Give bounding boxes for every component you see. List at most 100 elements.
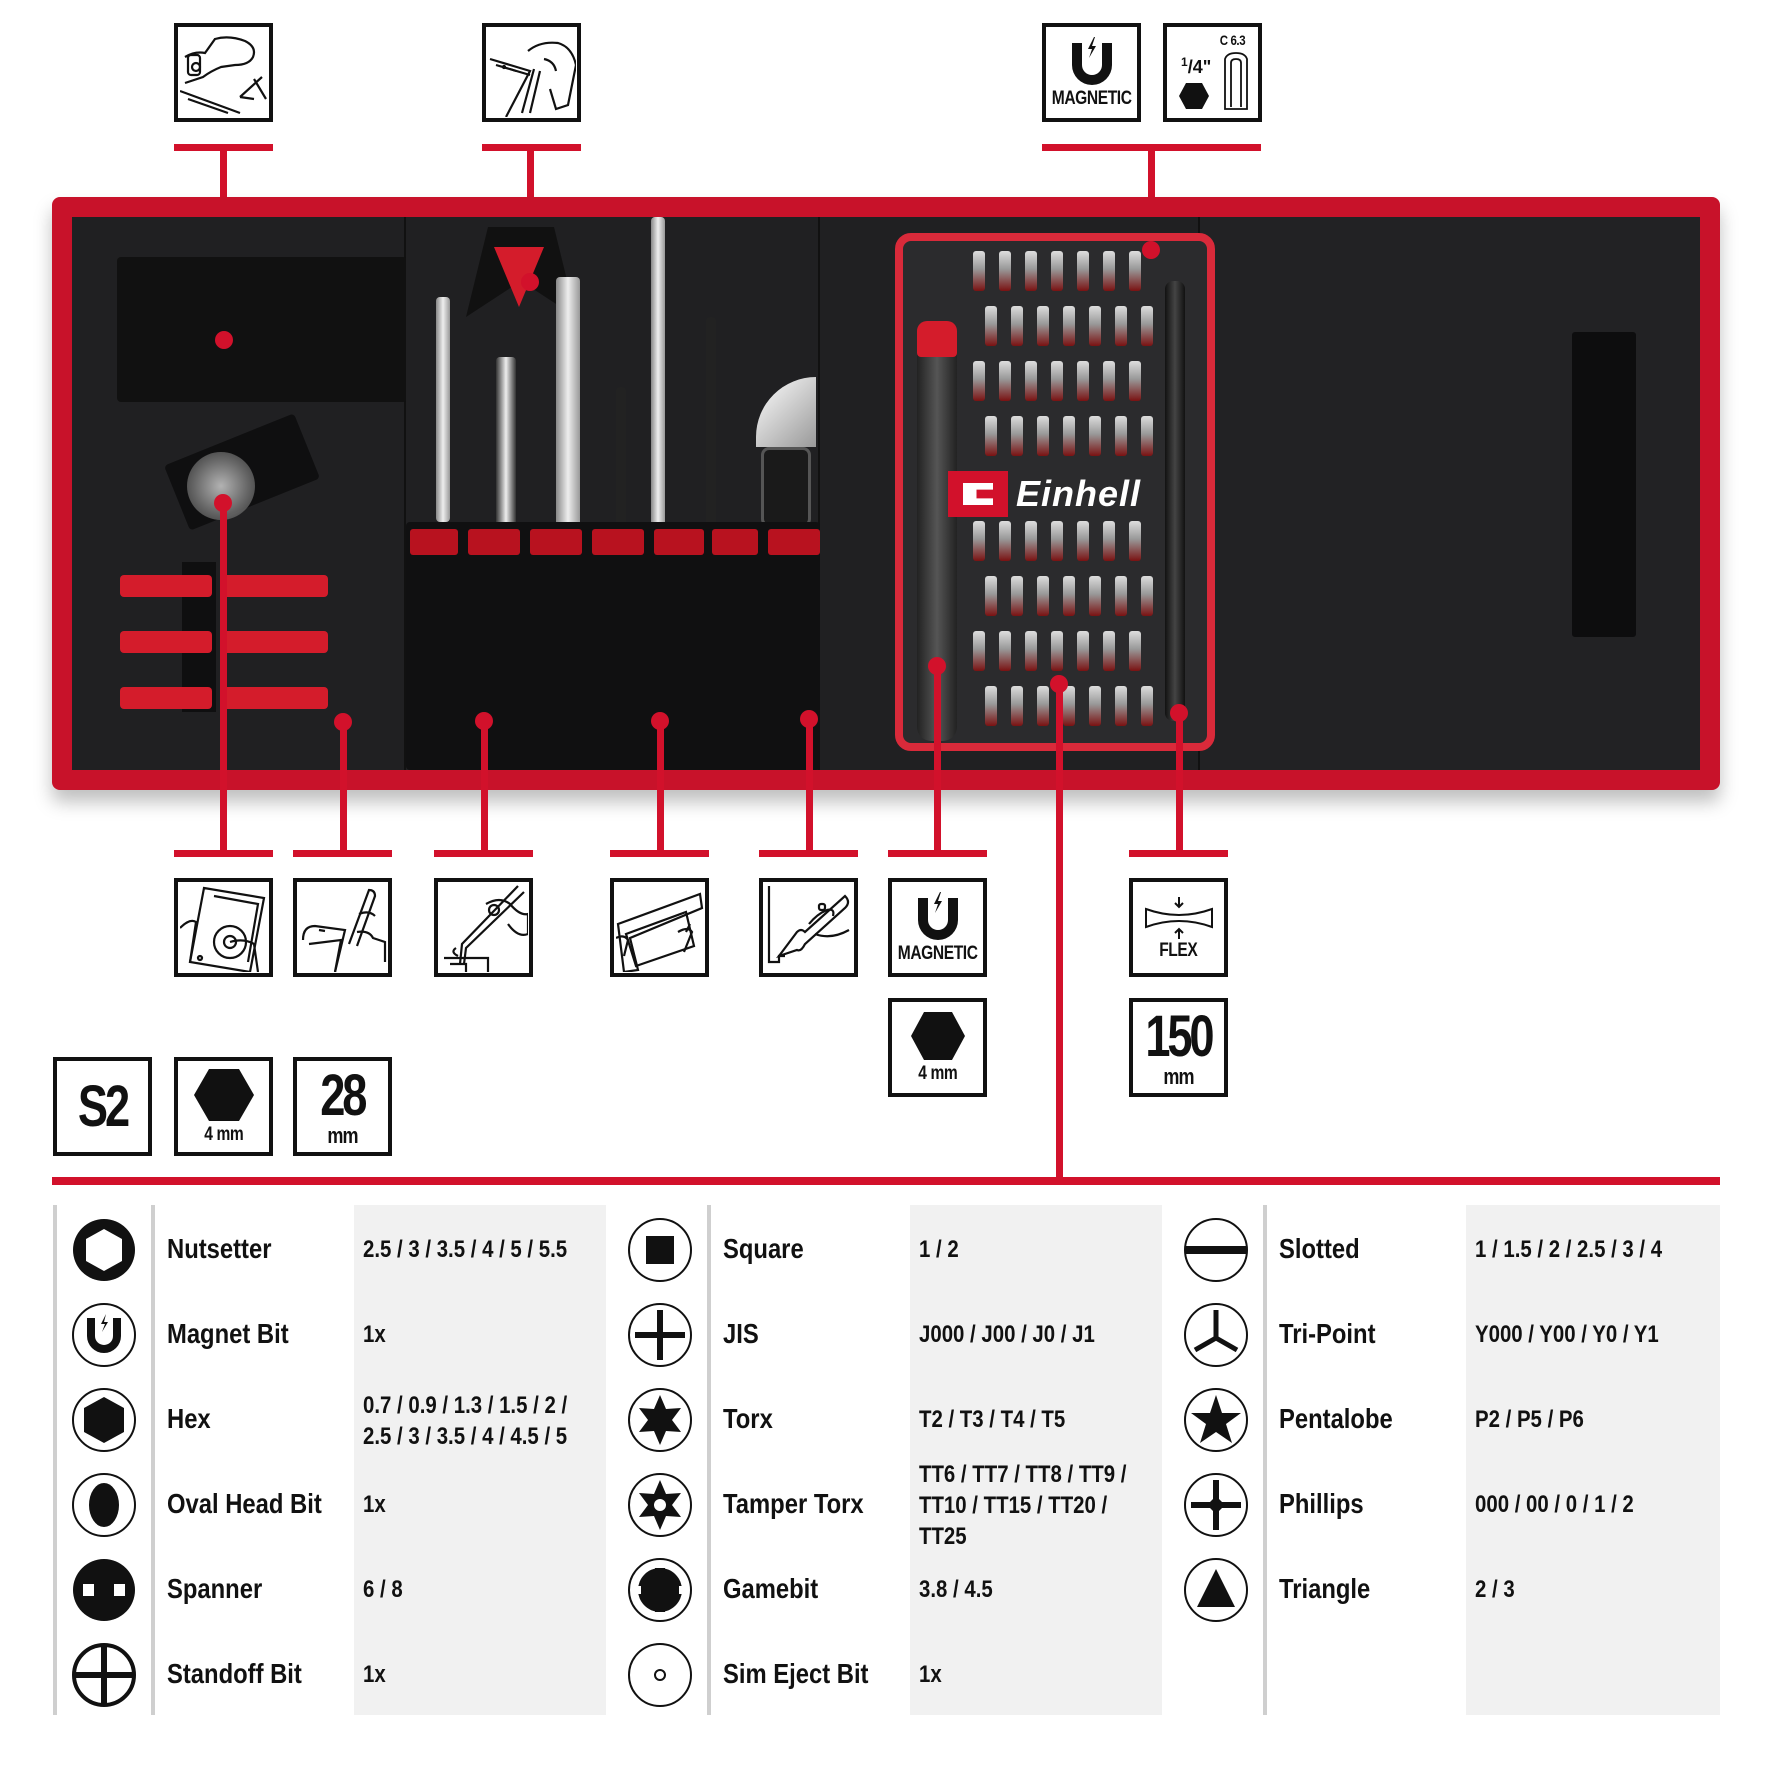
tool-pockets <box>406 522 820 770</box>
bit-name: Triangle <box>1279 1573 1371 1604</box>
callout-bar <box>1129 850 1228 857</box>
suction-cup-callout <box>174 878 273 977</box>
bit-name: JIS <box>723 1318 759 1349</box>
bit-sizes: T2 / T3 / T4 / T5 <box>919 1406 1066 1433</box>
closure-flap <box>1200 217 1700 770</box>
bit-sizes: 2 / 3 <box>1475 1576 1515 1603</box>
pocket-trim <box>468 529 520 555</box>
hand-with-soldering-tool-icon <box>179 35 267 114</box>
pocket-trim <box>410 529 458 555</box>
callout-dot <box>215 331 233 349</box>
bit-name: Sim Eject Bit <box>723 1658 869 1689</box>
column-separator <box>151 1205 155 1715</box>
magnet-icon <box>917 892 958 940</box>
gamebit-icon <box>628 1558 692 1622</box>
tri-point-icon <box>1184 1303 1248 1367</box>
opening-knife <box>756 377 816 527</box>
pocket-trim <box>530 529 582 555</box>
pointed-tweezers <box>616 387 626 527</box>
bit-name: Torx <box>723 1403 773 1434</box>
bit-name: Nutsetter <box>167 1233 272 1264</box>
callout-dot <box>1142 241 1160 259</box>
bit-length-unit: mm <box>327 1122 358 1148</box>
opening-pick <box>220 575 328 597</box>
pocket-trim <box>768 529 820 555</box>
oval-head-icon <box>72 1473 136 1537</box>
c63-standard-label: C 6.3 <box>1219 32 1246 48</box>
pocket-trim <box>712 529 758 555</box>
magnet-bit-icon <box>72 1303 136 1367</box>
callout-stem <box>220 500 227 856</box>
pocket-trim <box>592 529 644 555</box>
soldering-pouch-callout <box>174 23 273 122</box>
hex-icon <box>72 1388 136 1452</box>
hand-prying-phone-icon <box>489 41 576 117</box>
bit-sizes: TT25 <box>919 1523 967 1550</box>
values-column-bg <box>354 1205 606 1715</box>
bit-name: Slotted <box>1279 1233 1360 1264</box>
bit-name: Spanner <box>167 1573 263 1604</box>
bit-sizes: J000 / J00 / J0 / J1 <box>919 1321 1095 1348</box>
einhell-logo: Einhell <box>948 471 1141 517</box>
bit-length-value: 28 <box>320 1062 367 1128</box>
magnetic-label: MAGNETIC <box>1051 88 1132 109</box>
tool-roll <box>52 197 1720 790</box>
bit-hex-label: 4 mm <box>203 1124 244 1145</box>
bit-sizes: 6 / 8 <box>363 1576 403 1603</box>
magnetic-driver-callout: MAGNETIC <box>888 878 987 977</box>
flat-tweezers <box>556 277 580 527</box>
flex-icon <box>1144 897 1213 939</box>
screen-pry-icon <box>615 892 703 972</box>
callout-stem <box>657 720 664 856</box>
bit-name: Square <box>723 1233 804 1264</box>
quarter-inch-label: 1/4" <box>1181 55 1212 77</box>
callout-stem <box>340 720 347 856</box>
bit-sizes: 3.8 / 4.5 <box>919 1576 993 1603</box>
bit-name: Oval Head Bit <box>167 1488 322 1519</box>
bit-name: Hex <box>167 1403 211 1434</box>
bit-name: Phillips <box>1279 1488 1364 1519</box>
torx-icon <box>628 1388 692 1452</box>
tweezers-callout <box>434 878 533 977</box>
hex-size-label: 4 mm <box>917 1063 958 1084</box>
callout-stem <box>481 720 488 856</box>
opening-picks-callout <box>293 878 392 977</box>
flex-length-spec: 150 mm <box>1129 998 1228 1097</box>
column-separator <box>1263 1205 1267 1715</box>
slotted-icon <box>1184 1218 1248 1282</box>
standoff-icon <box>72 1643 136 1707</box>
flex-shaft-callout: FLEX <box>1129 878 1228 977</box>
magnet-icon <box>1071 37 1112 85</box>
bit-sizes: 0.7 / 0.9 / 1.3 / 1.5 / 2 / <box>363 1392 568 1419</box>
bit-sizes: P2 / P5 / P6 <box>1475 1406 1584 1433</box>
callout-bar <box>759 850 858 857</box>
magnetic-label: MAGNETIC <box>897 943 978 964</box>
triangle-icon <box>1184 1558 1248 1622</box>
bit-table-stem <box>1056 683 1063 1183</box>
values-column-bg <box>1466 1205 1720 1715</box>
suction-cup-on-phone-icon <box>179 886 265 972</box>
opening-pick <box>120 631 212 653</box>
flex-label: FLEX <box>1159 940 1198 961</box>
column-separator <box>53 1205 57 1715</box>
hex-icon <box>910 1012 965 1060</box>
zip-pouch <box>117 257 407 402</box>
bit-length-spec: 28 mm <box>293 1057 392 1156</box>
bit-sizes: 1x <box>363 1661 386 1688</box>
opening-pick <box>220 687 328 709</box>
values-column-bg <box>910 1205 1162 1715</box>
bit-sizes: 2.5 / 3 / 3.5 / 4 / 4.5 / 5 <box>363 1423 568 1450</box>
knife-opening-icon <box>767 885 850 963</box>
flex-shaft <box>1165 281 1185 721</box>
spatula-callout <box>610 878 709 977</box>
callout-bar <box>888 850 987 857</box>
callout-bar <box>434 850 533 857</box>
flex-length-value: 150 <box>1145 1003 1214 1069</box>
callout-dot <box>800 710 818 728</box>
opening-pick <box>220 631 328 653</box>
section-divider <box>52 1177 1720 1185</box>
opening-knife-callout <box>759 878 858 977</box>
tamper-torx-icon <box>628 1473 692 1537</box>
callout-dot <box>521 273 539 291</box>
bit-case: Einhell <box>895 233 1215 751</box>
